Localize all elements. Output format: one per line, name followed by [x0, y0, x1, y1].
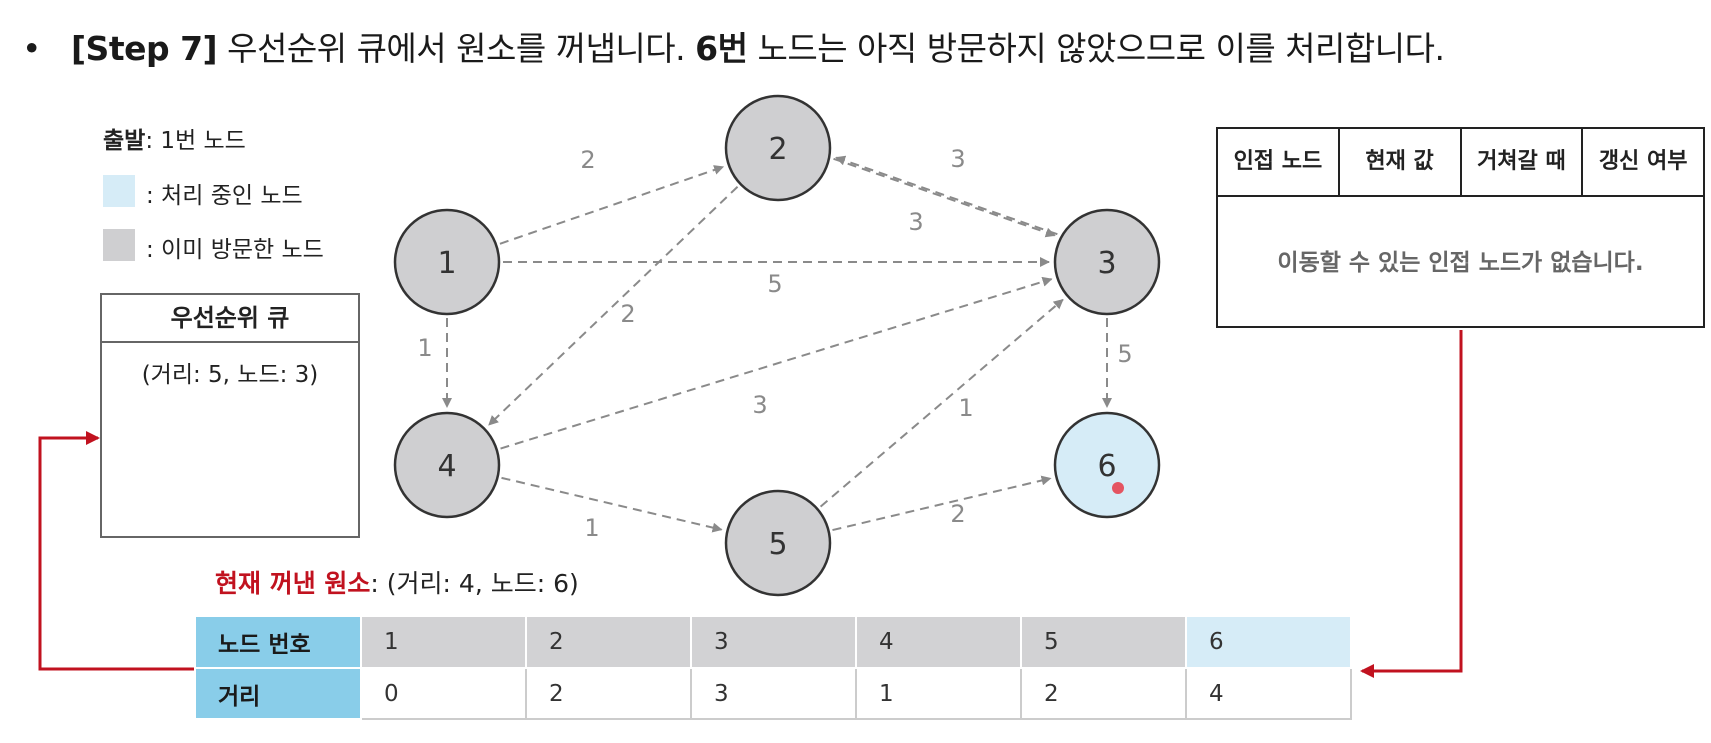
distance-cell: 0 [361, 668, 527, 720]
legend-start: 출발: 1번 노드 [103, 121, 246, 155]
edge-4-3 [500, 276, 1053, 450]
graph-node-label-6: 6 [1097, 449, 1116, 484]
distance-cell: 4 [1186, 668, 1352, 720]
bullet: • [22, 29, 41, 68]
edge-2-3 [833, 157, 1056, 238]
distance-table-node-row: 노드 번호 1 2 3 4 5 6 [196, 617, 1352, 669]
graph-node-4 [393, 411, 501, 519]
distance-cell: 3 [691, 668, 857, 720]
current-item-label: 현재 꺼낸 원소 [215, 569, 371, 598]
adj-header-neighbor: 인접 노드 [1218, 129, 1340, 195]
node-cell: 5 [1021, 617, 1187, 669]
connector-left-arrow [38, 431, 194, 671]
node-cell-active: 6 [1186, 617, 1352, 669]
edge-weight-1-3: 5 [767, 270, 782, 298]
distance-cell: 2 [1021, 668, 1187, 720]
graph-node-2 [724, 94, 832, 202]
edge-1-2 [499, 165, 725, 245]
graph-node-3 [1053, 208, 1161, 316]
graph-node-1 [393, 208, 501, 316]
adj-header-current: 현재 값 [1340, 129, 1462, 195]
cursor-pointer-dot [1112, 482, 1124, 494]
connector-right-arrow [1360, 330, 1463, 678]
current-item-value: : (거리: 4, 노드: 6) [370, 569, 579, 598]
current-item: 현재 꺼낸 원소: (거리: 4, 노드: 6) [215, 564, 579, 600]
edge-weight-4-5: 1 [584, 514, 599, 542]
node-cell: 4 [856, 617, 1022, 669]
priority-queue-item: (거리: 5, 노드: 3) [141, 362, 319, 388]
title-bold-node: 6번 [695, 29, 748, 68]
adj-header-via: 거쳐갈 때 [1462, 129, 1584, 195]
legend-start-label: 출발 [103, 128, 146, 154]
graph-node-5 [724, 489, 832, 597]
edge-weight-1-4: 1 [417, 334, 432, 362]
distance-cell: 2 [526, 668, 692, 720]
edge-weight-4-3: 3 [752, 391, 767, 419]
edge-weight-3-2: 3 [908, 208, 923, 236]
node-cell: 2 [526, 617, 692, 669]
priority-queue-title: 우선순위 큐 [102, 295, 358, 343]
adjacency-table: 인접 노드 현재 값 거쳐갈 때 갱신 여부 이동할 수 있는 인접 노드가 없… [1216, 127, 1705, 328]
graph-node-label-1: 1 [437, 246, 456, 281]
edge-weight-5-6: 2 [950, 500, 965, 528]
legend-start-value: : 1번 노드 [145, 128, 246, 154]
edge-weight-1-2: 2 [580, 146, 595, 174]
visited-swatch [103, 229, 135, 261]
processing-swatch [103, 175, 135, 207]
adjacency-table-header: 인접 노드 현재 값 거쳐갈 때 갱신 여부 [1218, 129, 1703, 197]
edge-weight-3-6: 5 [1117, 340, 1132, 368]
distance-table: 노드 번호 1 2 3 4 5 6 거리 0 2 3 1 2 4 [196, 617, 1352, 720]
distance-header: 거리 [196, 668, 362, 720]
graph-node-label-5: 5 [768, 527, 787, 562]
step-title: • [Step 7] 우선순위 큐에서 원소를 꺼냅니다. 6번 노드는 아직 방… [22, 22, 1445, 70]
title-part2: 노드는 아직 방문하지 않았으므로 이를 처리합니다. [757, 29, 1445, 68]
node-number-header: 노드 번호 [196, 617, 362, 669]
edge-weight-2-3: 3 [950, 145, 965, 173]
node-cell: 1 [361, 617, 527, 669]
step-label: [Step 7] [70, 29, 218, 68]
distance-table-distance-row: 거리 0 2 3 1 2 4 [196, 668, 1352, 720]
edge-2-4 [488, 186, 739, 426]
edge-weight-5-3: 1 [958, 394, 973, 422]
graph-node-label-2: 2 [768, 132, 787, 167]
priority-queue-box: 우선순위 큐 (거리: 5, 노드: 3) [100, 293, 360, 538]
edge-5-3 [819, 298, 1064, 508]
adjacency-empty-message: 이동할 수 있는 인접 노드가 없습니다. [1277, 250, 1644, 276]
edge-weight-2-4: 2 [620, 300, 635, 328]
edge-5-6 [832, 475, 1052, 532]
graph-node-label-3: 3 [1097, 246, 1116, 281]
adj-header-update: 갱신 여부 [1598, 149, 1688, 174]
graph-node-6 [1053, 411, 1161, 519]
node-cell: 3 [691, 617, 857, 669]
edge-4-5 [501, 476, 723, 533]
legend-processing: : 처리 중인 노드 [146, 183, 303, 209]
legend-visited: : 이미 방문한 노드 [146, 237, 324, 263]
title-part1: 우선순위 큐에서 원소를 꺼냅니다. [227, 29, 686, 68]
graph-node-label-4: 4 [437, 449, 456, 484]
edge-3-2 [835, 155, 1058, 236]
distance-cell: 1 [856, 668, 1022, 720]
